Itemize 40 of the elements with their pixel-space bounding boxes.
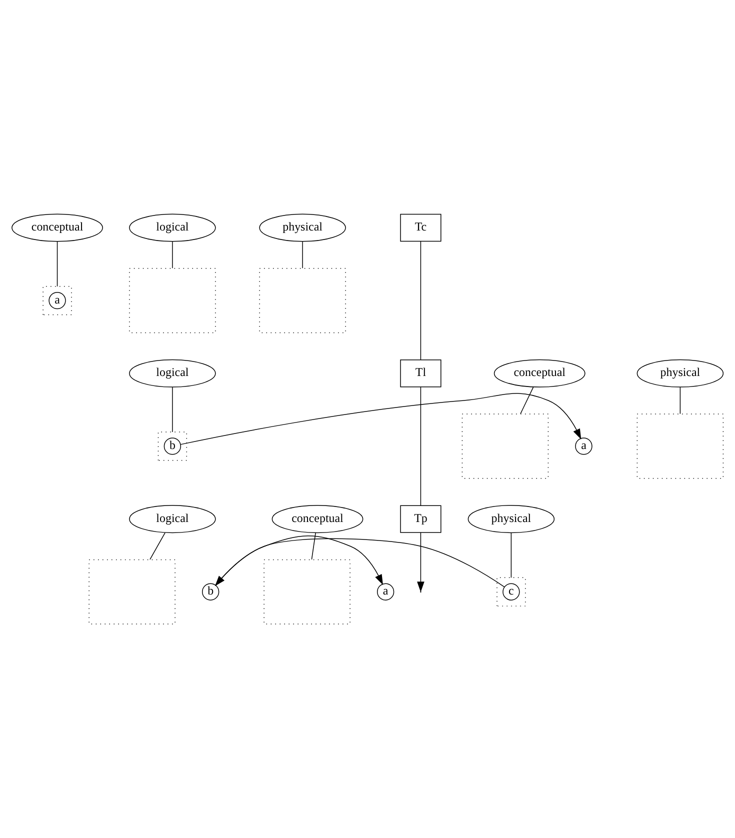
node-ellipse: logical [129, 505, 216, 534]
connector [172, 241, 173, 269]
node-box [264, 559, 350, 624]
connector [302, 241, 303, 269]
node-ellipse: physical [636, 359, 724, 388]
cluster [496, 577, 526, 606]
node-box [636, 414, 724, 479]
connector [420, 386, 422, 506]
connector [56, 241, 58, 287]
node-ellipse: physical [259, 214, 346, 242]
node-circle: b [202, 583, 220, 600]
node-circle: a [575, 438, 592, 455]
node-ellipse: conceptual [12, 214, 103, 242]
connector [311, 532, 316, 560]
node-circle: c [502, 583, 520, 600]
connector [680, 386, 681, 414]
node-box [462, 414, 549, 479]
node-box [129, 268, 216, 334]
connector [150, 532, 166, 560]
node-circle: a [48, 292, 66, 310]
connector [520, 386, 534, 414]
node-box: Tl [400, 360, 442, 388]
cluster [158, 432, 188, 461]
connector [420, 240, 422, 360]
node-box [259, 268, 346, 334]
connector [510, 532, 512, 578]
node-box [88, 559, 176, 624]
node-box: Tp [400, 505, 442, 533]
node-ellipse: logical [129, 359, 216, 388]
arrow [417, 532, 424, 592]
connector [172, 386, 173, 432]
node-circle: b [164, 438, 182, 455]
node-circle: a [376, 583, 394, 600]
arrow [180, 393, 582, 445]
node-ellipse: conceptual [494, 359, 586, 388]
node-ellipse: conceptual [272, 505, 364, 534]
cluster [42, 286, 72, 316]
node-box: Tc [400, 214, 442, 242]
node-ellipse: physical [468, 505, 555, 534]
node-ellipse: logical [129, 214, 216, 242]
